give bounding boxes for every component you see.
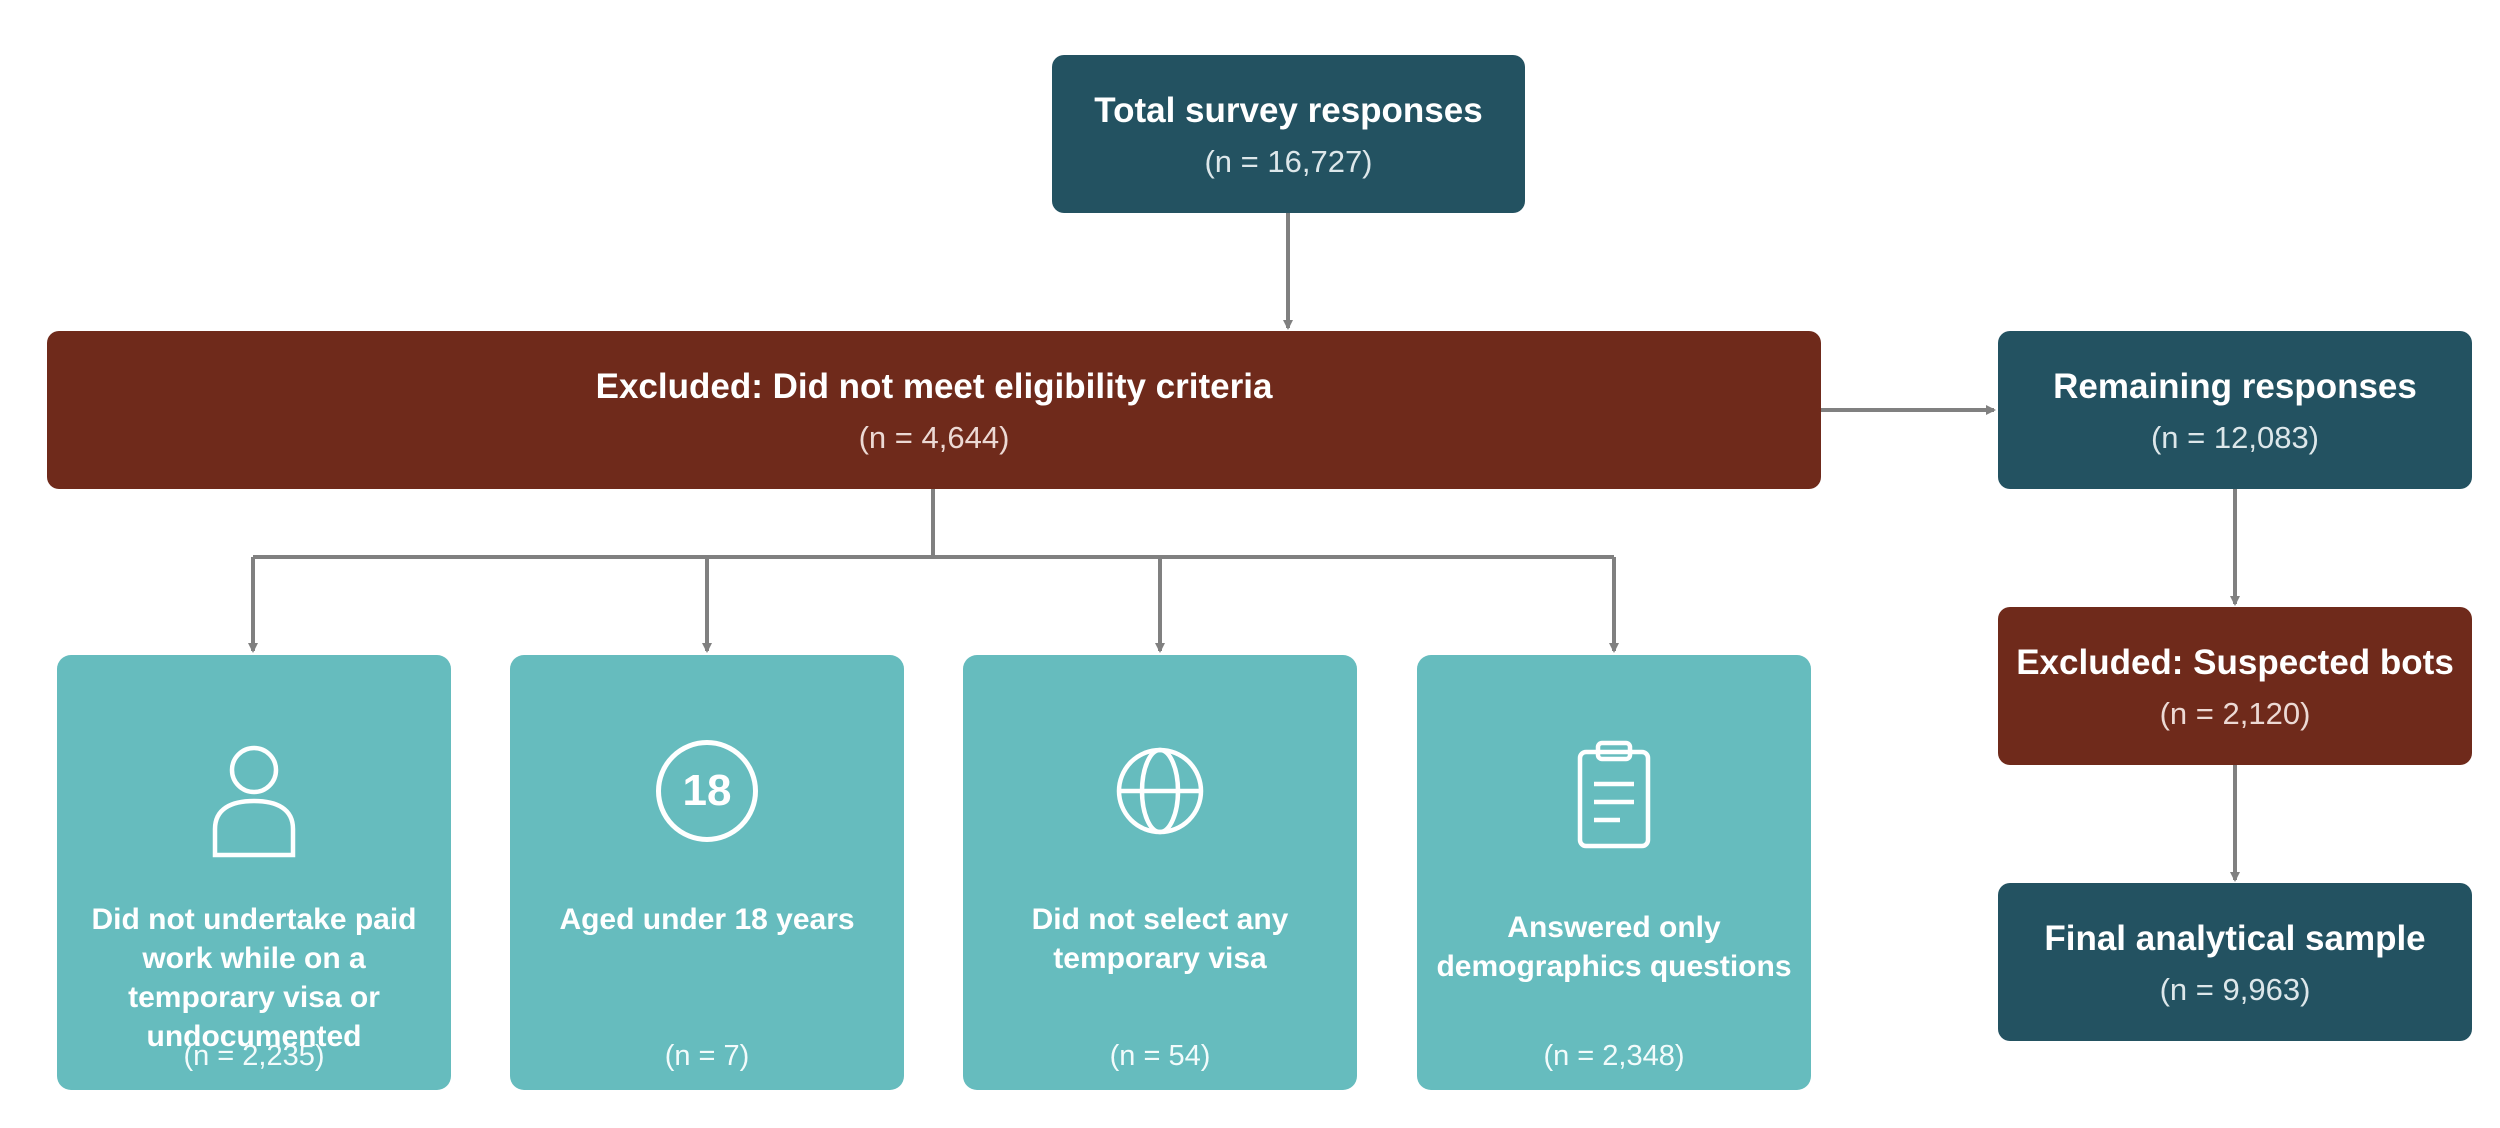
final-sample-title: Final analytical sample — [2044, 919, 2426, 958]
excluded-bots-title: Excluded: Suspected bots — [2016, 643, 2454, 682]
clipboard-icon — [1577, 740, 1651, 849]
remaining-responses-box: Remaining responses (n = 12,083) — [1998, 331, 2472, 489]
excluded-bots-count: (n = 2,120) — [2159, 696, 2311, 731]
remaining-responses-title: Remaining responses — [2053, 367, 2417, 406]
reason-title-visa: Did not select any temporary visa — [1031, 903, 1289, 975]
excluded-eligibility-title: Excluded: Did not meet eligibility crite… — [595, 367, 1273, 406]
reason-box-paid-work: Did not undertake paid work while on a t… — [57, 655, 451, 1090]
reason-title-demographics: Answered only demographics questions — [1436, 911, 1792, 983]
reason-box-demographics: Answered only demographics questions (n … — [1417, 655, 1811, 1090]
excluded-eligibility-count: (n = 4,644) — [858, 420, 1010, 455]
reason-box-age: 18 Aged under 18 years (n = 7) — [510, 655, 904, 1090]
reason-title-paid-work: Did not undertake paid work while on a t… — [91, 903, 417, 1053]
reason-count-paid-work: (n = 2,235) — [183, 1040, 325, 1072]
total-responses-count: (n = 16,727) — [1204, 144, 1373, 179]
total-responses-box: Total survey responses (n = 16,727) — [1052, 55, 1525, 213]
reason-box-visa: Did not select any temporary visa (n = 5… — [963, 655, 1357, 1090]
final-sample-count: (n = 9,963) — [2159, 972, 2311, 1007]
reason-count-visa: (n = 54) — [1109, 1040, 1211, 1072]
reason-count-age: (n = 7) — [664, 1040, 750, 1072]
excluded-bots-box: Excluded: Suspected bots (n = 2,120) — [1998, 607, 2472, 765]
remaining-responses-count: (n = 12,083) — [2150, 420, 2320, 455]
reason-count-demographics: (n = 2,348) — [1543, 1040, 1685, 1072]
final-sample-box: Final analytical sample (n = 9,963) — [1998, 883, 2472, 1041]
person-icon — [212, 745, 296, 858]
excluded-eligibility-box: Excluded: Did not meet eligibility crite… — [47, 331, 1821, 489]
globe-icon — [1116, 747, 1204, 835]
reason-title-age: Aged under 18 years — [559, 903, 855, 936]
age-18-icon-label: 18 — [682, 766, 732, 815]
age-18-icon: 18 — [656, 740, 758, 842]
total-responses-title: Total survey responses — [1094, 91, 1483, 130]
